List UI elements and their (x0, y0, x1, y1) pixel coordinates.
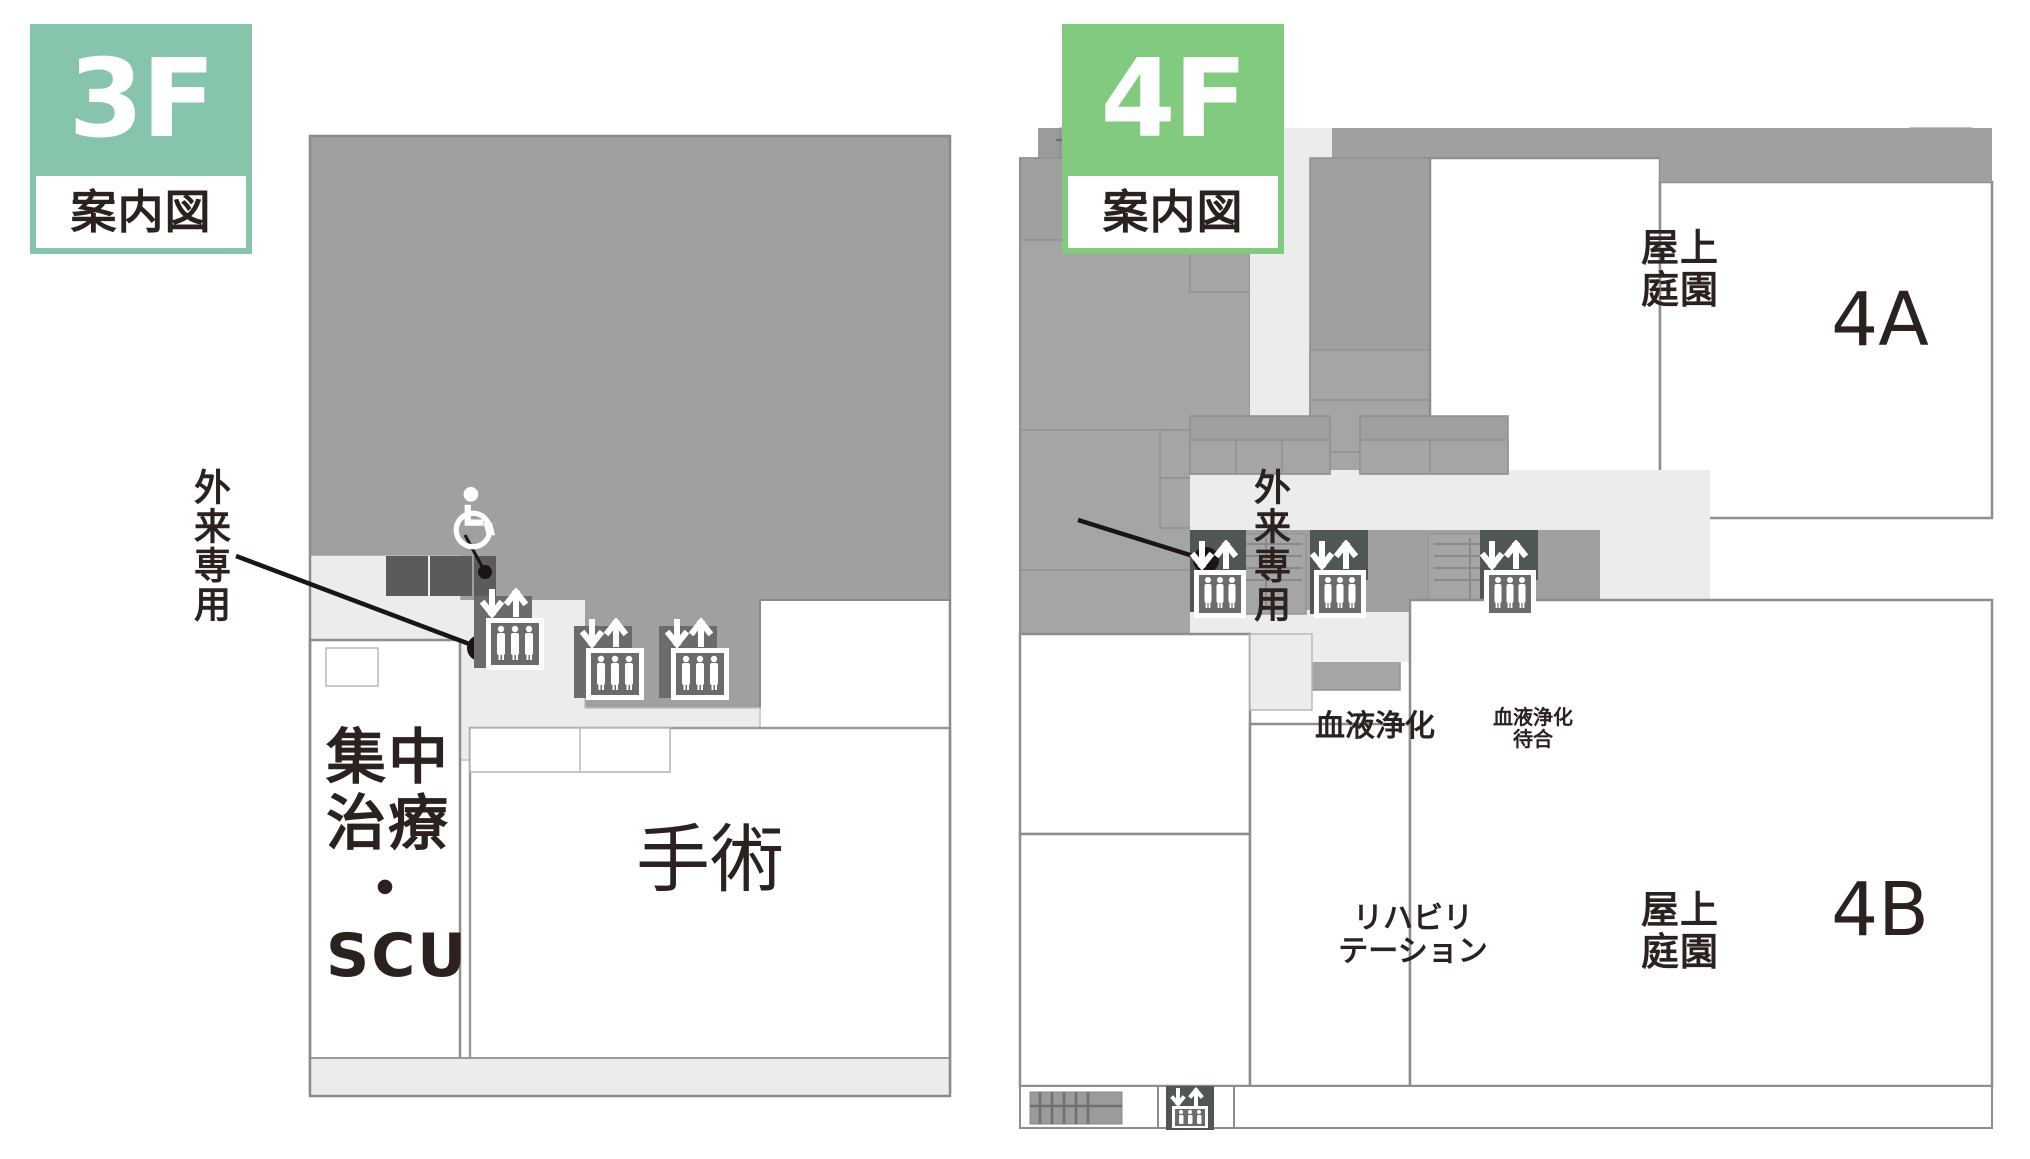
room-label-4b: 4B (1831, 867, 1929, 953)
floor-badge-3f-number: 3F (68, 37, 216, 162)
room-label-rooftop-garden-top: 屋上 庭園 (1640, 226, 1719, 312)
floor-plan-3f-svg (235, 134, 952, 1098)
wheelchair-leader-3f (463, 534, 492, 579)
room-label-blood-purification: 血液浄化 (1315, 709, 1435, 744)
building-outline-3f (308, 134, 952, 1098)
floor-badge-3f[interactable]: 3F 案内図 (30, 24, 252, 254)
elevator-icon-3f-3 (659, 617, 729, 700)
room-label-icu-scu: 集中 治療 ・ SCU (326, 723, 468, 991)
room-surgery-3f (468, 726, 952, 1094)
room-label-rooftop-garden-bottom: 屋上 庭園 (1640, 888, 1719, 974)
elevator-icon-3f-2 (574, 617, 644, 700)
annotation-label-4f-outpatient-only: 外来専用 (1247, 468, 1291, 624)
room-blood-purification-4f (1018, 632, 1252, 836)
elevator-icon-4f-4-small (1166, 1086, 1214, 1130)
room-detail-3f-a (325, 647, 379, 687)
elevator-icon-4f-2 (1309, 539, 1366, 618)
elevator-icon-4f-3 (1479, 539, 1536, 618)
room-label-rehabilitation: リハビリ テーション (1338, 901, 1488, 969)
elevator-hall-4f (1190, 470, 1710, 532)
plan-3f-geometry (308, 134, 952, 1098)
room-rehabilitation-4f (1018, 832, 1252, 1088)
room-label-surgery: 手術 (636, 817, 784, 903)
room-blood-purification-waiting-4f (1249, 633, 1313, 711)
floor-badge-3f-top: 3F (30, 24, 252, 176)
elevator-icon-3f-1 (474, 587, 544, 670)
floor-plan-4f (1010, 0, 2030, 1159)
wheelchair-accessible-icon (453, 486, 496, 550)
stairs-icon-4f-bottom (1029, 1091, 1123, 1125)
annotation-label-3f-outpatient-only: 外来専用 (187, 468, 231, 624)
elevator-icon-4f-1 (1189, 539, 1246, 618)
floor-badge-4f-top: 4F (1062, 24, 1284, 176)
floor-badge-4f[interactable]: 4F 案内図 (1062, 24, 1284, 254)
room-rooftop-garden-bottom-4f (1248, 722, 1412, 1088)
room-label-blood-purification-waiting: 血液浄化 待合 (1493, 705, 1573, 751)
room-label-4a: 4A (1831, 277, 1929, 363)
room-4a (1658, 180, 1994, 520)
floor-badge-4f-bottom: 案内図 (1068, 176, 1278, 248)
bottom-band-3f (309, 1057, 951, 1097)
floor-badge-3f-subtitle: 案内図 (70, 185, 212, 239)
plan-4f-geometry (1018, 127, 1994, 1129)
floor-badge-4f-subtitle: 案内図 (1102, 185, 1244, 239)
floor-plan-4f-svg (1018, 127, 1994, 1130)
room-4b (1408, 598, 1994, 1088)
floor-badge-4f-number: 4F (1100, 37, 1248, 162)
floor-badge-3f-bottom: 案内図 (36, 176, 246, 248)
floor-plan-3f (0, 0, 1000, 1159)
